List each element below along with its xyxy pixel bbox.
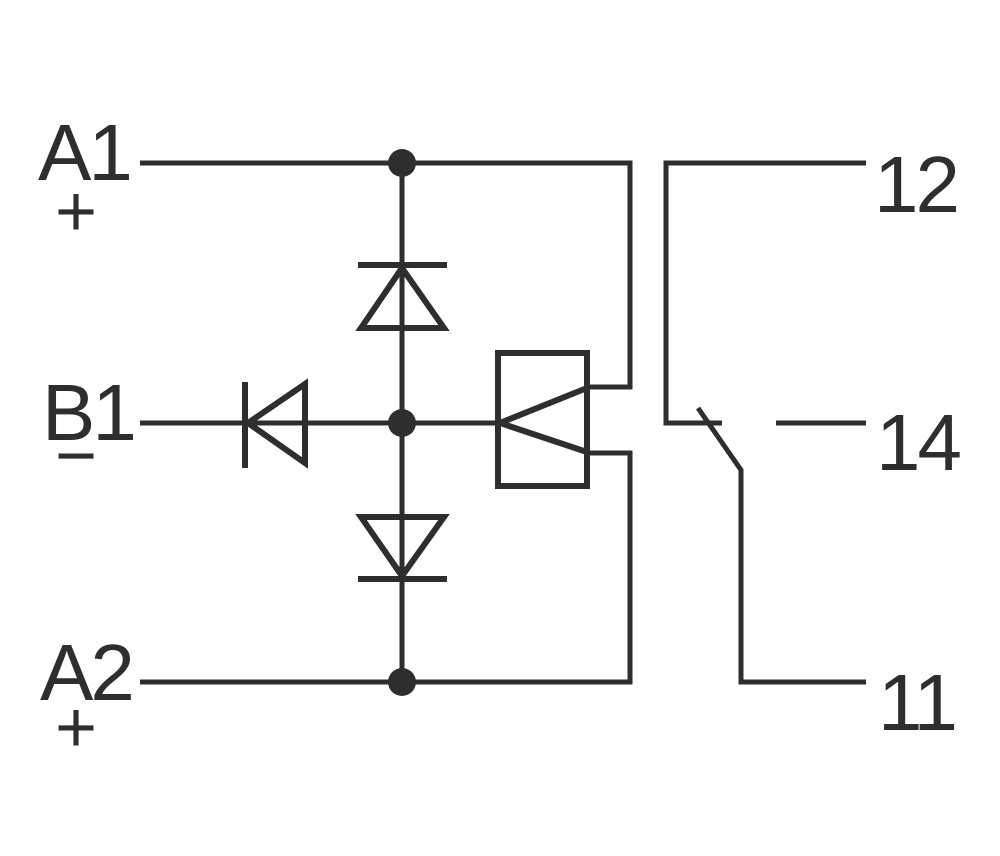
terminal-b1-polarity: − (55, 416, 97, 496)
a1-wire (140, 160, 633, 390)
junction-dot-middle (388, 409, 416, 437)
terminal-11-label: 11 (878, 658, 955, 747)
lower-diode-icon (355, 514, 450, 582)
upper-diode-icon (355, 262, 450, 331)
terminal-labels: A1 + B1 − A2 + 12 14 11 (38, 108, 963, 768)
terminal-a2-label: A2 (40, 628, 132, 717)
terminal-a1-polarity: + (55, 172, 97, 252)
input-circuit (140, 149, 633, 696)
contact-blade-and-11-wire (695, 406, 866, 685)
a2-wire (140, 450, 633, 685)
b1-diode-icon (242, 378, 308, 469)
contact-12-wire (663, 160, 866, 426)
junction-dot-top (388, 149, 416, 177)
terminal-14-label: 14 (876, 398, 960, 487)
terminal-b1-label: B1 (42, 368, 134, 457)
junction-dot-bottom (388, 668, 416, 696)
driver-box (491, 350, 590, 489)
relay-contact-circuit (663, 160, 866, 685)
terminal-a2-polarity: + (55, 688, 97, 768)
terminal-a1-label: A1 (38, 108, 130, 197)
driver-triangle-icon (491, 385, 589, 455)
terminal-12-label: 12 (874, 140, 957, 229)
